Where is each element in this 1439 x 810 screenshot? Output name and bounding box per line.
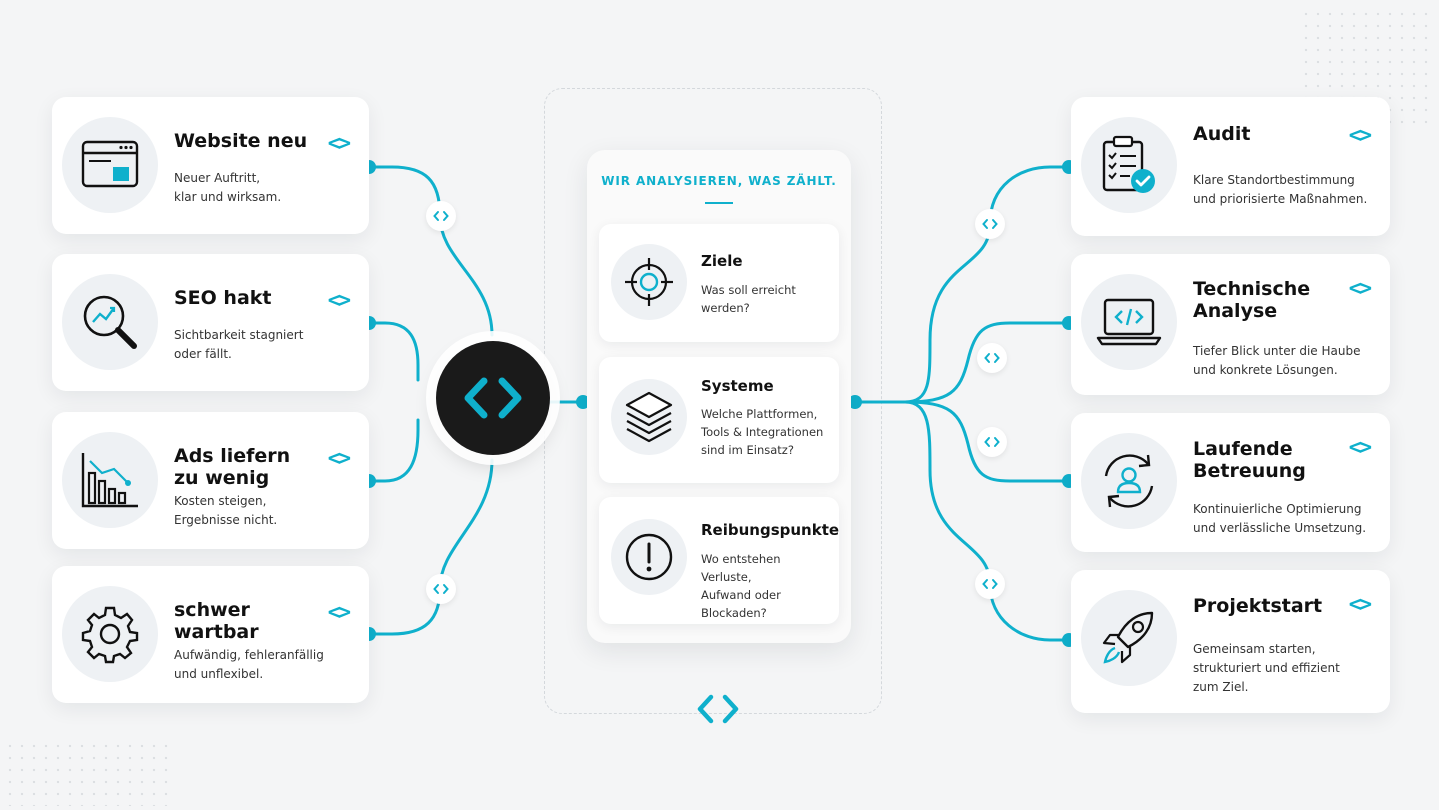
panel-item-reibungspunkte[interactable]: Reibungspunkte Wo entstehen Verluste, Au… [599, 497, 839, 624]
panel-item-ziele[interactable]: Ziele Was soll erreicht werden? [599, 224, 839, 342]
small-code-brackets-icon [433, 211, 449, 221]
code-bracket-icon: <> [1348, 276, 1372, 300]
card-subtitle: Kosten steigen, Ergebnisse nicht. [174, 494, 278, 527]
icon-holder [611, 244, 687, 320]
icon-holder [62, 432, 158, 528]
panel-item-title: Ziele [701, 252, 743, 270]
code-bracket-icon: <> [327, 600, 351, 624]
card-subtitle: Kontinuierliche Optimierung und verlässl… [1193, 502, 1367, 535]
card-title: Website neu [174, 130, 308, 152]
bottom-code-mark [696, 694, 740, 728]
code-brackets-icon [697, 694, 739, 724]
card-title: schwer wartbar [174, 599, 259, 643]
connector-code-badge [977, 343, 1007, 373]
left-card-maintenance[interactable]: schwer wartbar Aufwändig, fehleranfällig… [52, 566, 369, 703]
connector-code-badge [426, 574, 456, 604]
card-subtitle: Aufwändig, fehleranfällig und unflexibel… [174, 648, 324, 681]
panel-title: WIR ANALYSIEREN, WAS ZÄHLT. [601, 174, 837, 188]
panel-title-underline [705, 202, 733, 204]
user-refresh-icon [1104, 454, 1154, 508]
card-title: Ads liefern zu wenig [174, 445, 291, 489]
clipboard-check-icon [1102, 135, 1155, 193]
icon-holder [62, 117, 158, 213]
icon-holder [1081, 117, 1177, 213]
card-title: SEO hakt [174, 287, 272, 309]
card-subtitle: Sichtbarkeit stagniert oder fällt. [174, 328, 304, 361]
card-subtitle: Neuer Auftritt, klar und wirksam. [174, 171, 282, 204]
right-card-audit[interactable]: Audit Klare Standortbestimmung und prior… [1071, 97, 1390, 236]
code-bracket-icon: <> [1348, 123, 1372, 147]
panel-item-title: Systeme [701, 377, 774, 395]
code-brackets-icon [464, 377, 522, 419]
hub-code-circle [436, 341, 550, 455]
right-card-project-start[interactable]: Projektstart Gemeinsam starten, struktur… [1071, 570, 1390, 713]
small-code-brackets-icon [982, 219, 998, 229]
panel-item-title: Reibungspunkte [701, 521, 840, 539]
icon-holder [1081, 274, 1177, 370]
exclamation-circle-icon [625, 533, 673, 581]
connector-code-badge [426, 201, 456, 231]
laptop-code-icon [1096, 298, 1162, 346]
icon-holder [62, 586, 158, 682]
icon-holder [611, 519, 687, 595]
card-subtitle: Gemeinsam starten, strukturiert und effi… [1193, 642, 1340, 694]
small-code-brackets-icon [433, 584, 449, 594]
analysis-panel: WIR ANALYSIEREN, WAS ZÄHLT. Ziele Was so… [587, 150, 851, 643]
browser-window-icon [81, 140, 139, 188]
dot-pattern-bottom-left [4, 740, 174, 806]
code-bracket-icon: <> [327, 446, 351, 470]
magnifier-chart-icon [83, 295, 137, 349]
card-title: Projektstart [1193, 595, 1323, 617]
panel-item-subtitle: Wo entstehen Verluste, Aufwand oder Bloc… [701, 552, 781, 620]
left-card-ads[interactable]: Ads liefern zu wenig Kosten steigen, Erg… [52, 412, 369, 549]
left-card-website[interactable]: Website neu Neuer Auftritt, klar und wir… [52, 97, 369, 234]
small-code-brackets-icon [984, 353, 1000, 363]
gear-icon [81, 606, 139, 664]
small-code-brackets-icon [984, 437, 1000, 447]
left-card-seo[interactable]: SEO hakt Sichtbarkeit stagniert oder fäl… [52, 254, 369, 391]
connector-code-badge [975, 569, 1005, 599]
connector-code-badge [975, 209, 1005, 239]
code-bracket-icon: <> [327, 131, 351, 155]
target-crosshair-icon [625, 258, 673, 306]
card-title: Technische Analyse [1193, 278, 1311, 322]
code-bracket-icon: <> [1348, 435, 1372, 459]
panel-item-subtitle: Was soll erreicht werden? [701, 283, 796, 315]
card-title: Laufende Betreuung [1193, 438, 1306, 482]
panel-item-systeme[interactable]: Systeme Welche Plattformen, Tools & Inte… [599, 357, 839, 483]
icon-holder [611, 379, 687, 455]
right-card-technical-analysis[interactable]: Technische Analyse Tiefer Blick unter di… [1071, 254, 1390, 395]
code-bracket-icon: <> [1348, 592, 1372, 616]
small-code-brackets-icon [982, 579, 998, 589]
icon-holder [1081, 433, 1177, 529]
card-title: Audit [1193, 123, 1251, 145]
layers-stack-icon [625, 391, 673, 443]
rocket-icon [1102, 611, 1154, 664]
card-subtitle: Klare Standortbestimmung und priorisiert… [1193, 173, 1368, 206]
panel-item-subtitle: Welche Plattformen, Tools & Integratione… [701, 407, 824, 457]
declining-bar-chart-icon [81, 453, 138, 508]
icon-holder [1081, 590, 1177, 686]
icon-holder [62, 274, 158, 370]
connector-code-badge [977, 427, 1007, 457]
right-card-ongoing-support[interactable]: Laufende Betreuung Kontinuierliche Optim… [1071, 413, 1390, 552]
card-subtitle: Tiefer Blick unter die Haube und konkret… [1193, 344, 1361, 377]
code-bracket-icon: <> [327, 288, 351, 312]
